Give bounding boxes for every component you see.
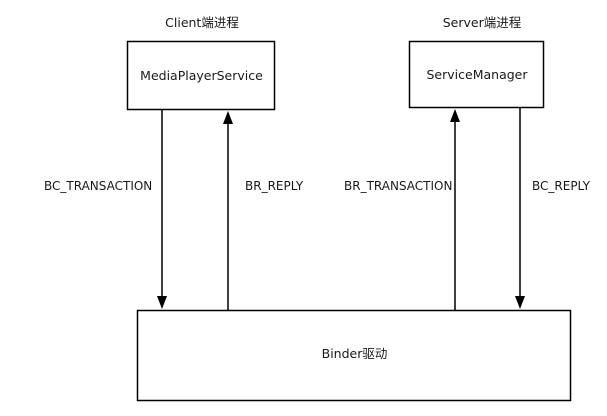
binder-node-label: Binder驱动	[321, 346, 388, 361]
edge-label-bc-reply: BC_REPLY	[532, 179, 590, 193]
edge-label-br-reply: BR_REPLY	[245, 179, 304, 193]
client-process-label: Client端进程	[165, 15, 239, 30]
arrowhead-client-to-binder	[157, 296, 167, 309]
edge-label-br-transaction: BR_TRANSACTION	[344, 179, 453, 193]
arrowhead-binder-to-client	[223, 111, 233, 124]
arrowhead-server-to-binder	[515, 296, 525, 309]
arrowhead-binder-to-server	[450, 109, 460, 122]
edge-label-bc-transaction: BC_TRANSACTION	[44, 179, 153, 193]
server-process-label: Server端进程	[442, 15, 522, 30]
server-process-box	[408, 40, 545, 109]
binder-driver-box	[136, 309, 572, 402]
client-process-box	[126, 40, 276, 111]
server-node-label: ServiceManager	[426, 67, 528, 82]
client-node-label: MediaPlayerService	[140, 68, 263, 83]
